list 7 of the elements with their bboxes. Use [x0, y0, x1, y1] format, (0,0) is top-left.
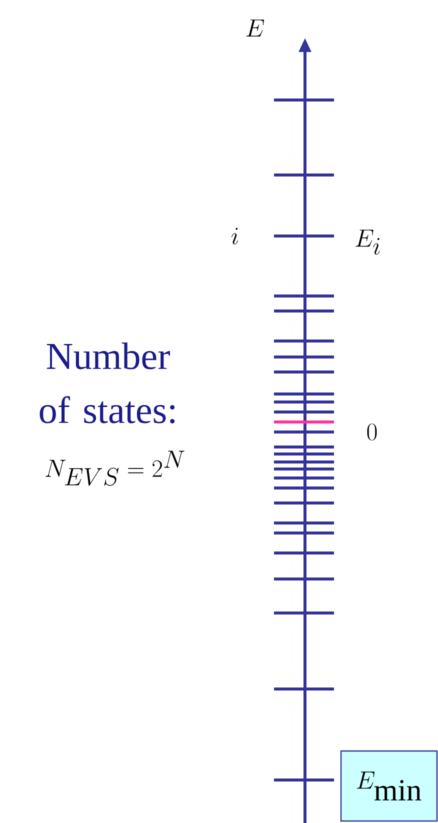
level-energy: $E_{i}$: [356, 230, 380, 255]
level-index: $i$: [232, 228, 238, 244]
states-text: Number of states:: [40, 342, 175, 424]
states-formula: $N_{EVS} = 2^{N}$: [46, 450, 184, 486]
energy-box: $E_{\min}$: [340, 750, 438, 822]
zero-label: $0$: [367, 424, 377, 440]
axis-label: $E$: [246, 20, 264, 37]
